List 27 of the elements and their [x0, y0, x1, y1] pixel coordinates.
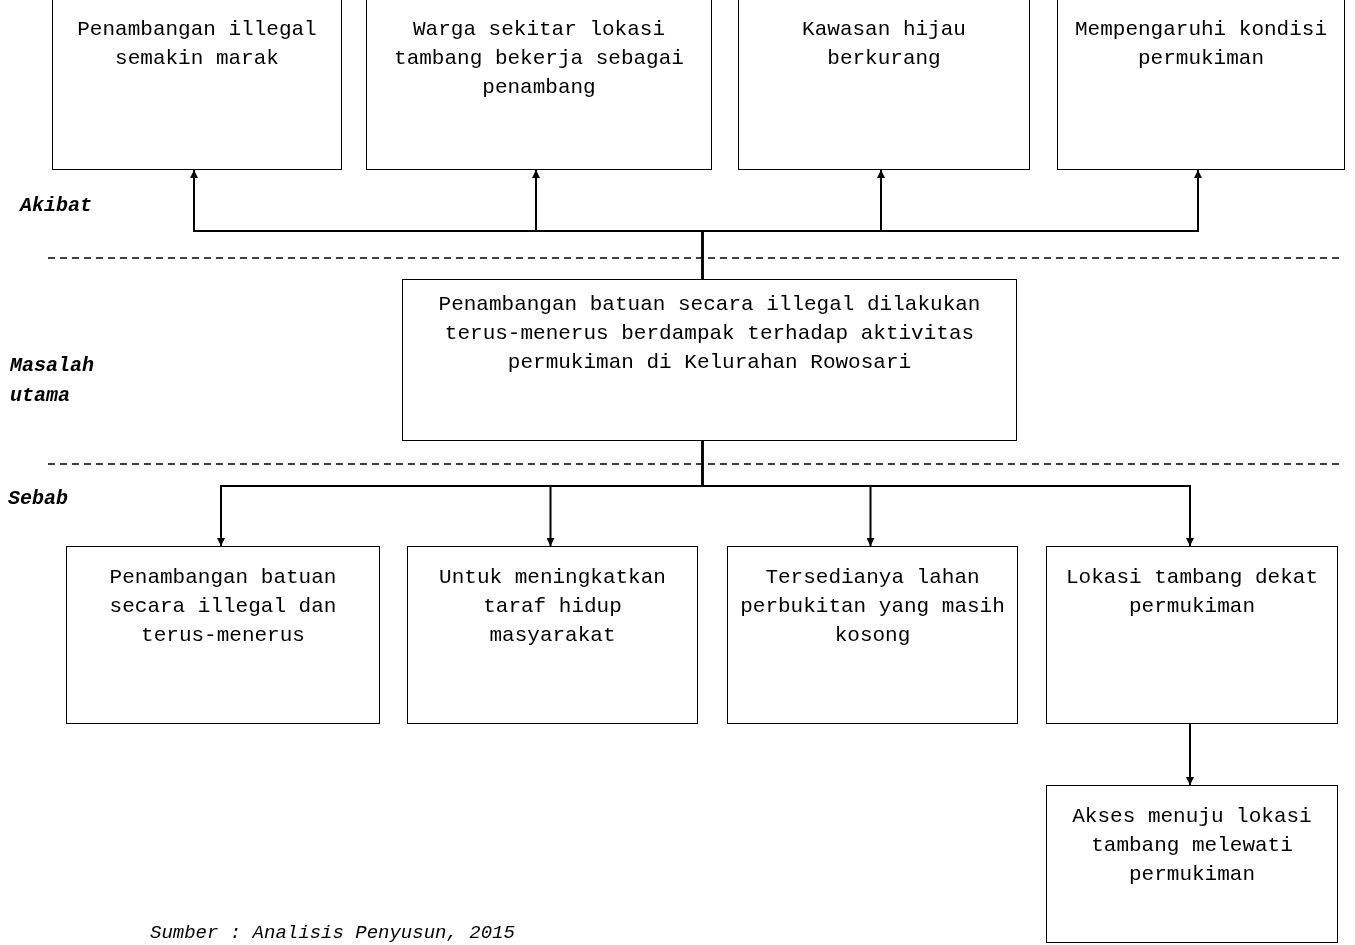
arrow: [1186, 723, 1194, 786]
box-text: Penambangan batuan secara illegal dan terus-menerus: [108, 565, 338, 649]
process-box: [407, 546, 698, 724]
source-caption: Sumber : Analisis Penyusun, 2015: [150, 922, 515, 944]
process-box: [1046, 785, 1338, 943]
arrow: [701, 440, 1194, 547]
box-text: Penambangan illegal semakin marak: [76, 17, 318, 72]
process-box: [366, 0, 712, 170]
box-text: Penambangan batuan secara illegal dilakukan terus-menerus berdampak terhadap aktivitas permukiman di Kelurahan Rowosari: [437, 292, 982, 376]
process-box: [1057, 0, 1345, 170]
arrow: [701, 169, 1202, 280]
process-box: [727, 546, 1018, 724]
section-label: Masalah utama: [10, 353, 95, 409]
section-label: Akibat: [20, 193, 93, 219]
section-label: Sebab: [8, 486, 69, 512]
box-text: Warga sekitar lokasi tambang bekerja sebagai penambang: [393, 17, 685, 101]
box-text: Lokasi tambang dekat permukiman: [1064, 565, 1319, 620]
process-box: [1046, 546, 1338, 724]
process-box: [52, 0, 342, 170]
process-box: [66, 546, 380, 724]
box-text: Mempengaruhi kondisi permukiman: [1073, 17, 1328, 72]
box-text: Akses menuju lokasi tambang melewati permukiman: [1071, 804, 1313, 888]
process-box: [402, 279, 1017, 441]
box-text: Kawasan hijau berkurang: [801, 17, 967, 72]
process-box: [738, 0, 1030, 170]
box-text: Untuk meningkatkan taraf hidup masyarakat: [438, 565, 667, 649]
box-text: Tersedianya lahan perbukitan yang masih kosong: [739, 565, 1006, 649]
